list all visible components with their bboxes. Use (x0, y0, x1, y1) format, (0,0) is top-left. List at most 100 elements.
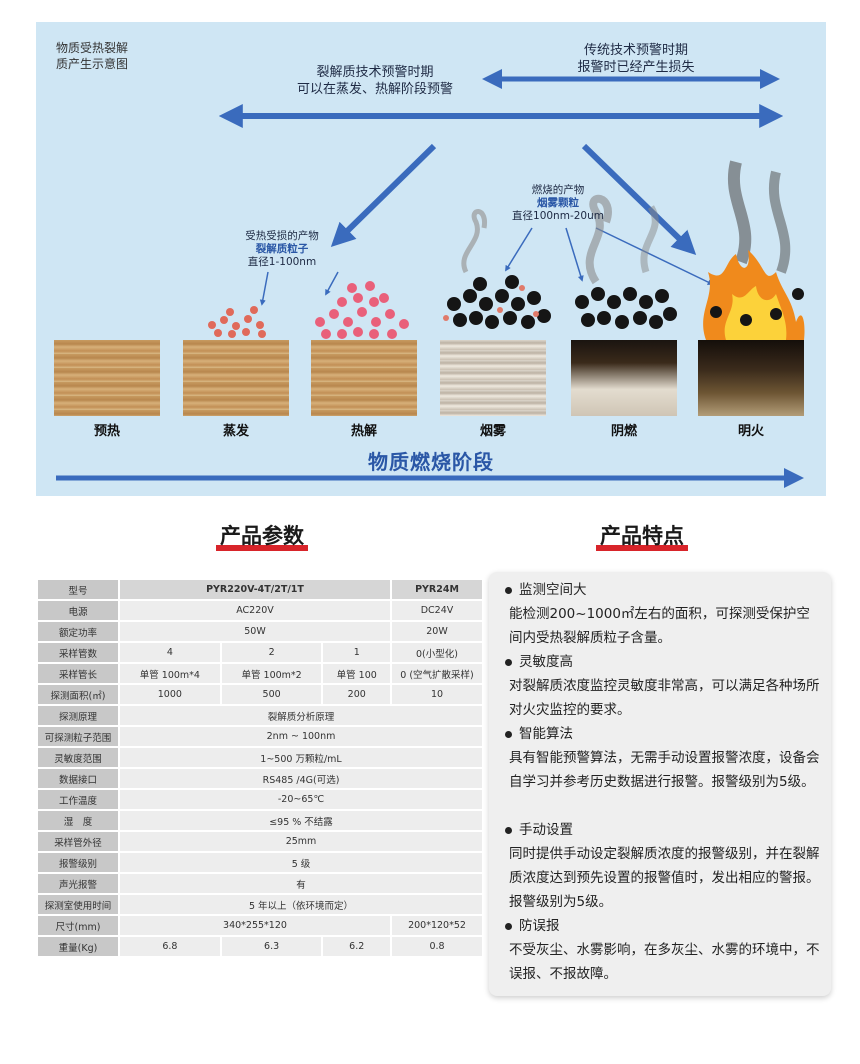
table-row: 采样管长 单管 100m*4 单管 100m*2 单管 100 0 (空气扩散采… (38, 664, 482, 683)
bullet-icon (505, 658, 512, 666)
feature-item: 监测空间大 能检测200~1000㎡左右的面积，可探测受保护空间内受热裂解质粒子… (505, 578, 823, 650)
row-label: 灵敏度范围 (38, 748, 118, 767)
cell: 5 年以上（依环境而定） (120, 895, 482, 914)
table-row: 重量(Kg) 6.8 6.3 6.2 0.8 (38, 937, 482, 956)
particle-label-name: 裂解质粒子 (255, 243, 309, 255)
row-label: 工作温度 (38, 790, 118, 809)
cell: 1~500 万颗粒/mL (120, 748, 482, 767)
evaporation-particles (208, 306, 266, 338)
cell: 单管 100m*4 (120, 664, 220, 683)
feature-desc: 具有智能预警算法，无需手动设置报警浓度，设备会自学习并参考历史数据进行报警。报警… (509, 750, 820, 790)
cell: 340*255*120 (120, 916, 390, 935)
wood-block-evaporation (183, 340, 289, 416)
table-row: 额定功率 50W 20W (38, 622, 482, 641)
feature-item: 灵敏度高 对裂解质浓度监控灵敏度非常高，可以满足各种场所对火灾监控的要求。 (505, 650, 823, 722)
diagram-arrows (56, 69, 805, 488)
table-row: 采样管数 4 2 1 0(小型化) (38, 643, 482, 662)
feature-title: 灵敏度高 (519, 654, 573, 670)
wood-block-smoke (440, 340, 546, 416)
early-warning-line1: 裂解质技术预警时期 (316, 65, 434, 80)
row-label: 尺寸(mm) (38, 916, 118, 935)
stage-label: 预热 (93, 424, 120, 439)
smoke-label-name: 烟雾颗粒 (537, 197, 579, 209)
down-left-arrow (330, 143, 437, 248)
pyrolysis-particle-label: 受热受损的产物 裂解质粒子 直径1-100nm (212, 230, 352, 269)
table-row: 型号 PYR220V-4T/2T/1T PYR24M (38, 580, 482, 599)
feature-desc: 对裂解质浓度监控灵敏度非常高，可以满足各种场所对火灾监控的要求。 (509, 678, 820, 718)
feature-item: 手动设置 同时提供手动设定裂解质浓度的报警级别，并在裂解质浓度达到预先设置的报警… (505, 818, 823, 914)
table-row: 探测室使用时间 5 年以上（依环境而定） (38, 895, 482, 914)
cell: 6.8 (120, 937, 220, 956)
feature-item: 防误报 不受灰尘、水雾影响，在多灰尘、水雾的环境中，不误报、不报故障。 (505, 914, 823, 986)
pyrolysis-particles (315, 281, 409, 339)
open-flame (703, 160, 805, 340)
row-label: 额定功率 (38, 622, 118, 641)
row-label: 报警级别 (38, 853, 118, 872)
row-label: 采样管长 (38, 664, 118, 683)
wood-block-preheat (54, 340, 160, 416)
row-label: 电源 (38, 601, 118, 620)
table-row: 声光报警 有 (38, 874, 482, 893)
cell: 6.3 (221, 937, 322, 956)
cell: 25mm (120, 832, 482, 851)
table-row: 湿 度 ≤95 % 不结露 (38, 811, 482, 830)
cell: 200*120*52 (392, 916, 482, 935)
diagram-title-line1: 物质受热裂解 (56, 41, 129, 55)
stage-label: 蒸发 (222, 424, 249, 439)
feature-title: 手动设置 (519, 822, 573, 838)
smoke-label-line1: 燃烧的产物 (531, 184, 585, 196)
cell: -20~65℃ (120, 790, 482, 809)
bullet-icon (505, 586, 512, 594)
stage-label: 明火 (737, 424, 764, 439)
traditional-line1: 传统技术预警时期 (583, 43, 688, 58)
smoke-label-size: 直径100nm-20um (512, 210, 604, 222)
early-warning-note: 裂解质技术预警时期 可以在蒸发、热解阶段预警 (250, 64, 500, 98)
cell: 0(小型化) (392, 643, 482, 662)
features-heading-text: 产品特点 (600, 524, 684, 548)
feature-desc: 不受灰尘、水雾影响，在多灰尘、水雾的环境中，不误报、不报故障。 (509, 942, 820, 982)
row-label: 声光报警 (38, 874, 118, 893)
cell: ≤95 % 不结露 (120, 811, 482, 830)
feature-desc: 同时提供手动设定裂解质浓度的报警级别，并在裂解质浓度达到预先设置的报警值时，发出… (509, 846, 820, 910)
smoke-particle-label: 燃烧的产物 烟雾颗粒 直径100nm-20um (488, 184, 628, 223)
feature-desc: 能检测200~1000㎡左右的面积，可探测受保护空间内受热裂解质粒子含量。 (509, 606, 810, 646)
cell: 0 (空气扩散采样) (392, 664, 482, 683)
cell: 500 (221, 685, 322, 704)
particle-label-line1: 受热受损的产物 (245, 230, 319, 242)
table-row: 可探测粒子范围 2nm ~ 100nm (38, 727, 482, 746)
cell: 10 (392, 685, 482, 704)
cell: 单管 100 (323, 664, 390, 683)
wood-block-fire (698, 340, 804, 416)
table-row: 工作温度 -20~65℃ (38, 790, 482, 809)
cell: 单管 100m*2 (221, 664, 322, 683)
smoke-particles (443, 209, 551, 329)
row-label: 型号 (38, 580, 118, 599)
cell: 6.2 (323, 937, 390, 956)
table-row: 报警级别 5 级 (38, 853, 482, 872)
cell: 4 (120, 643, 220, 662)
table-row: 电源 AC220V DC24V (38, 601, 482, 620)
cell: 50W (120, 622, 390, 641)
wood-block-pyrolysis (311, 340, 417, 416)
table-row: 探测面积(㎡) 1000 500 200 10 (38, 685, 482, 704)
row-label: 采样管数 (38, 643, 118, 662)
cell: 1 (323, 643, 390, 662)
table-row: 尺寸(mm) 340*255*120 200*120*52 (38, 916, 482, 935)
cell: 200 (323, 685, 390, 704)
early-warning-line2: 可以在蒸发、热解阶段预警 (296, 82, 453, 97)
row-label: 重量(Kg) (38, 937, 118, 956)
model-b-header: PYR24M (392, 580, 482, 599)
combustion-diagram: 物质受热裂解 质产生示意图 裂解质技术预警时期 可以在蒸发、热解阶段预警 传统技… (36, 22, 826, 496)
row-label: 可探测粒子范围 (38, 727, 118, 746)
smolder-particles (575, 194, 677, 329)
row-label: 探测面积(㎡) (38, 685, 118, 704)
row-label: 探测原理 (38, 706, 118, 725)
wood-block-smolder (571, 340, 677, 416)
features-heading: 产品特点 (596, 520, 688, 551)
cell: 裂解质分析原理 (120, 706, 482, 725)
bullet-icon (505, 922, 512, 930)
cell: 2nm ~ 100nm (120, 727, 482, 746)
feature-item: 智能算法 具有智能预警算法，无需手动设置报警浓度，设备会自学习并参考历史数据进行… (505, 722, 823, 794)
params-heading-text: 产品参数 (220, 524, 304, 548)
table-row: 灵敏度范围 1~500 万颗粒/mL (38, 748, 482, 767)
